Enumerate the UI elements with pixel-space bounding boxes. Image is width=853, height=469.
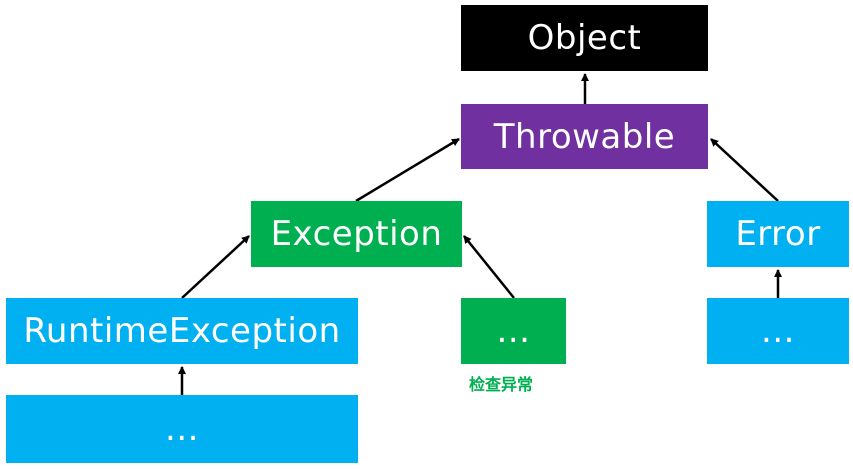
- node-runtime-exception: RuntimeException: [6, 298, 358, 364]
- node-error-subclasses: ...: [707, 298, 849, 364]
- node-throwable: Throwable: [461, 104, 708, 169]
- arrow-exception-to-throwable: [355, 137, 460, 203]
- node-runtime-subclasses: ...: [6, 395, 358, 463]
- checked-exception-label: 检查异常: [469, 375, 534, 394]
- arrow-exception-more-to-exception: [463, 235, 515, 299]
- node-error: Error: [707, 201, 849, 267]
- node-exception-subclasses: ...: [461, 298, 566, 364]
- arrow-error-to-throwable: [710, 138, 779, 202]
- arrow-runtime-to-exception: [181, 235, 250, 299]
- node-object: Object: [461, 5, 708, 71]
- node-exception: Exception: [251, 201, 462, 267]
